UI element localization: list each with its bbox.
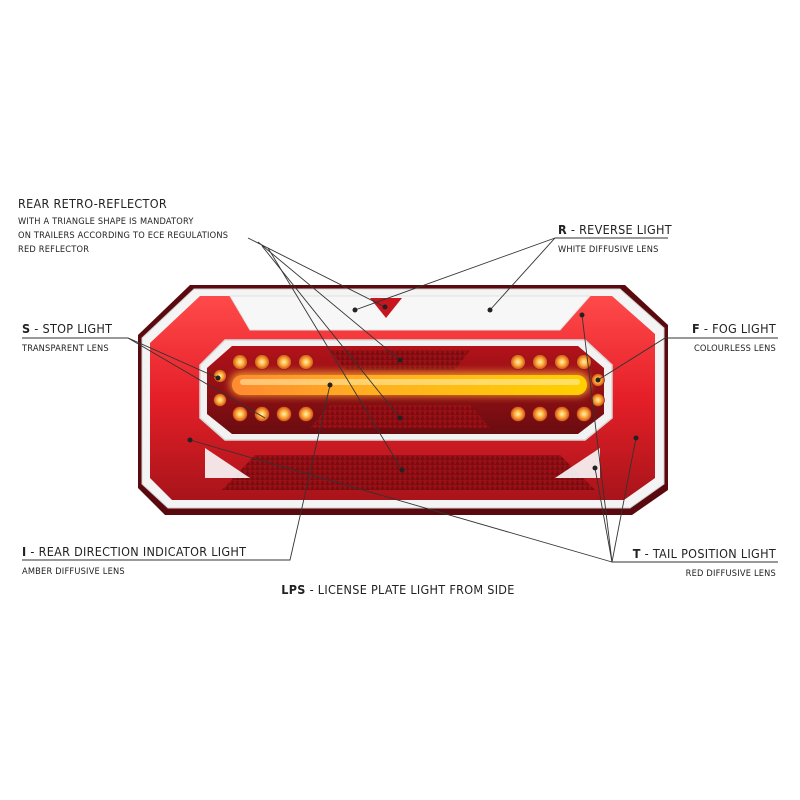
led: [576, 406, 592, 422]
reflector-lower: [205, 448, 600, 490]
tail-title: - TAIL POSITION LIGHT: [641, 546, 776, 561]
label-stop-light: S - STOP LIGHT TRANSPARENT LENS: [21, 321, 112, 354]
leader-lines: [22, 237, 778, 563]
direction-indicator-bar: [232, 375, 587, 395]
indicator-sub: AMBER DIFFUSIVE LENS: [22, 566, 125, 577]
label-direction-indicator: I - REAR DIRECTION INDICATOR LIGHT AMBER…: [22, 544, 246, 577]
license-title: - LICENSE PLATE LIGHT FROM SIDE: [306, 582, 515, 597]
tail-sub: RED DIFFUSIVE LENS: [686, 568, 776, 579]
license-code: LPS: [281, 582, 305, 597]
label-fog-light: F - FOG LIGHT COLOURLESS LENS: [692, 321, 776, 354]
reverse-light-lens: [229, 295, 592, 331]
led: [298, 354, 314, 370]
led: [554, 406, 570, 422]
led: [254, 354, 270, 370]
led: [276, 406, 292, 422]
reverse-code: R: [558, 222, 567, 237]
led: [254, 406, 270, 422]
svg-text:S - STOP LIGHT: S - STOP LIGHT: [22, 321, 112, 336]
reverse-title: - REVERSE LIGHT: [567, 222, 672, 237]
leader-dots: [187, 304, 639, 473]
svg-text:T - TAIL POSITION LIGHT: T - TAIL POSITION LIGHT: [633, 546, 776, 561]
svg-text:LPS - LICENSE PLATE LIGHT FROM: LPS - LICENSE PLATE LIGHT FROM SIDE: [281, 582, 514, 597]
led: [532, 406, 548, 422]
led: [510, 406, 526, 422]
label-tail-position: T - TAIL POSITION LIGHT RED DIFFUSIVE LE…: [633, 546, 776, 579]
label-reverse-light: R - REVERSE LIGHT WHITE DIFFUSIVE LENS: [558, 222, 672, 255]
retro-reflector-line1: WITH A TRIANGLE SHAPE IS MANDATORY: [18, 216, 194, 227]
led: [232, 406, 248, 422]
indicator-code: I: [22, 544, 26, 559]
led: [554, 354, 570, 370]
fog-sub: COLOURLESS LENS: [694, 343, 776, 354]
fog-code: F: [692, 321, 700, 336]
led: [298, 406, 314, 422]
led: [576, 354, 592, 370]
label-license-plate: LPS - LICENSE PLATE LIGHT FROM SIDE: [281, 582, 514, 597]
retro-reflector-line3: RED REFLECTOR: [18, 244, 89, 255]
led: [276, 354, 292, 370]
led: [213, 369, 227, 383]
label-rear-retro-reflector: REAR RETRO-REFLECTOR WITH A TRIANGLE SHA…: [18, 196, 228, 255]
led: [532, 354, 548, 370]
led-array: [213, 354, 605, 422]
stop-code: S: [22, 321, 30, 336]
svg-text:F - FOG LIGHT: F - FOG LIGHT: [692, 321, 776, 336]
svg-text:I - REAR DIRECTION INDICATOR L: I - REAR DIRECTION INDICATOR LIGHT: [22, 544, 246, 559]
stop-title: - STOP LIGHT: [30, 321, 112, 336]
svg-text:R - REVERSE LIGHT: R - REVERSE LIGHT: [558, 222, 672, 237]
led: [510, 354, 526, 370]
indicator-title: - REAR DIRECTION INDICATOR LIGHT: [26, 544, 246, 559]
led: [213, 393, 227, 407]
led: [232, 354, 248, 370]
fog-title: - FOG LIGHT: [700, 321, 776, 336]
reverse-sub: WHITE DIFFUSIVE LENS: [558, 244, 659, 255]
led: [591, 393, 605, 407]
tail-code: T: [633, 546, 641, 561]
stop-sub: TRANSPARENT LENS: [21, 343, 109, 354]
retro-reflector-line2: ON TRAILERS ACCORDING TO ECE REGULATIONS: [18, 230, 228, 241]
retro-reflector-title: REAR RETRO-REFLECTOR: [18, 196, 167, 211]
